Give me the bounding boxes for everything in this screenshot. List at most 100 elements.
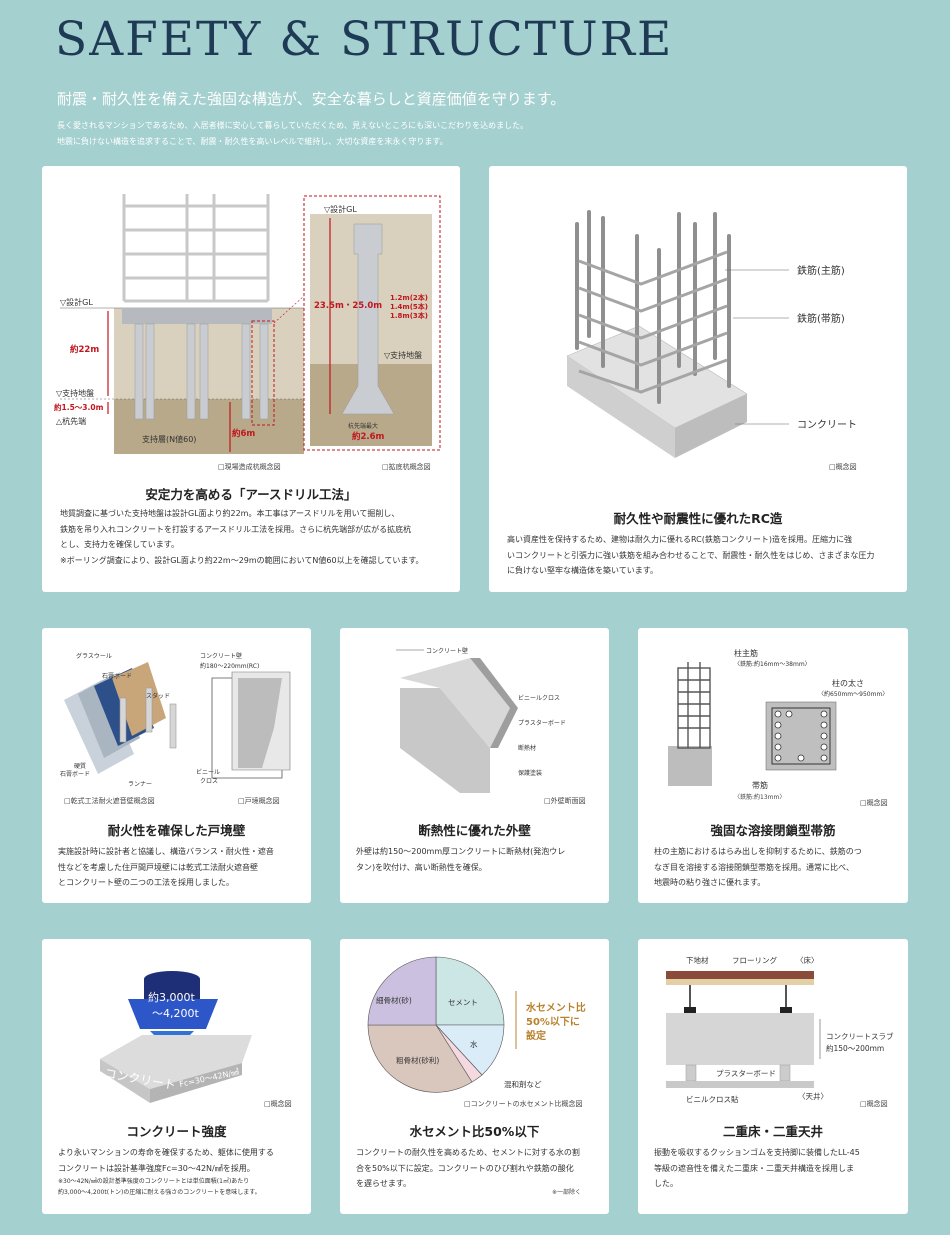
label-ceil-tag: 〈天井〉 xyxy=(798,1091,828,1101)
label-depth: 約22m xyxy=(70,344,99,355)
label-base: 下地材 xyxy=(686,955,709,965)
label-plaster: プラスターボード xyxy=(716,1069,776,1078)
label-cloth2: クロス xyxy=(200,778,218,785)
caption: □概念図 xyxy=(860,1100,888,1108)
label-wall: コンクリート壁 xyxy=(200,652,242,660)
body-line: 地震時の粘り強さに優れます。 xyxy=(654,878,766,887)
label-hard-gypsum: 硬質 xyxy=(74,762,86,770)
body-line: 実施設計時に設計者と協議し、構造バランス・耐火性・遮音 xyxy=(58,847,274,856)
label-stud: スタッド xyxy=(146,692,170,700)
caption: □戸境概念図 xyxy=(238,797,280,805)
card-body: 外壁は約150〜200mm厚コンクリートに断熱材(発泡ウレ タン)を吹付け、高い… xyxy=(356,844,606,875)
card-heading: 水セメント比50%以下 xyxy=(409,1124,540,1139)
label-wall: コンクリート壁 xyxy=(426,647,468,655)
label-width: 柱の太さ xyxy=(832,678,864,688)
body-line: ※ボーリング調査により、設計GL面より約22m〜29mの範囲においてN値60以上… xyxy=(60,555,424,565)
card-body: コンクリートの耐久性を高めるため、セメントに対する水の割 合を50%以下に設定。… xyxy=(356,1145,606,1192)
label-main-spec: 〈鉄筋:約16mm〜38mm〉 xyxy=(734,660,811,668)
label-cloth: ビニルクロス貼 xyxy=(686,1094,739,1104)
intro-line: 長く愛されるマンションであるため、入居者様に安心して暮らしていただくため、見えな… xyxy=(57,121,529,130)
label-floor: フローリング xyxy=(732,955,777,965)
card-partition-wall: グラスウール 石膏ボード スタッド 硬質 石膏ボード ランナー コンクリート壁 … xyxy=(42,628,311,903)
pie-diagram: 細骨材(砂) セメント 粗骨材(砂利) 水 混和剤など 水セメント比 50%以下… xyxy=(367,956,586,1093)
label-ratio: 水セメント比 xyxy=(525,1001,586,1014)
label-pile-tip: △杭先端 xyxy=(56,416,86,426)
caption: □概念図 xyxy=(829,463,857,471)
label-len6: 約6m xyxy=(232,428,255,439)
intro-line: 地震に負けない構造を追求することで、耐震・耐久性を高いレベルで維持し、大切な資産… xyxy=(57,137,448,146)
label-diameter: 1.2m(2本) xyxy=(390,293,428,302)
card-outer-wall: コンクリート壁 ビニールクロス プラスターボード 断熱材 保護塗装 □外壁断面図… xyxy=(340,628,609,903)
body-line: した。 xyxy=(654,1179,678,1188)
body-line: 鉄筋を吊り入れコンクリートを打設するアースドリル工法を採用。さらに杭先端部が広が… xyxy=(60,524,412,534)
label-tip: 杭先端最大 xyxy=(348,422,378,430)
label-support: ▽支持地盤 xyxy=(56,388,94,398)
caption: □拡底杭概念図 xyxy=(382,463,431,471)
body-line: 高い資産性を保持するため、建物は耐久力に優れるRC(鉄筋コンクリート)造を採用。… xyxy=(507,535,852,544)
body-line: とコンクリート壁の二つの工法を採用しました。 xyxy=(58,878,234,887)
card-heading: 安定力を高める「アースドリル工法」 xyxy=(145,487,357,502)
label-slab-thk: 約150〜200mm xyxy=(826,1043,884,1053)
label-floor-tag: 〈床〉 xyxy=(796,955,819,965)
label-tip-val: 約2.6m xyxy=(352,431,385,442)
body-line: に負けない堅牢な構造体を築いています。 xyxy=(507,566,658,575)
caption: □現場造成杭概念図 xyxy=(218,463,281,471)
label-main-bar: 柱主筋 xyxy=(734,648,758,658)
card-heading: 二重床・二重天井 xyxy=(722,1124,823,1139)
card-body: 柱の主筋におけるはらみ出しを抑制するために、鉄筋のつ なぎ目を溶接する溶接閉鎖型… xyxy=(654,844,904,891)
label-ratio: 50%以下に xyxy=(526,1016,580,1028)
card-water-cement: 細骨材(砂) セメント 粗骨材(砂利) 水 混和剤など 水セメント比 50%以下… xyxy=(340,939,609,1214)
label-main-bar: 鉄筋(主筋) xyxy=(797,264,845,277)
label-fine: 細骨材(砂) xyxy=(376,995,412,1005)
card-body: 地質調査に基づいた支持地盤は設計GL面より約22m。本工事はアースドリルを用いて… xyxy=(60,506,450,568)
label-cloth: ビニールクロス xyxy=(518,694,560,702)
body-line: コンクリートは設計基準強度Fc=30〜42N/㎟を採用。 xyxy=(58,1163,255,1173)
label-range: 約1.5〜3.0m xyxy=(54,402,104,412)
body-line: 地質調査に基づいた支持地盤は設計GL面より約22m。本工事はアースドリルを用いて… xyxy=(60,509,400,518)
label-cement: セメント xyxy=(448,998,478,1007)
card-heading: 断熱性に優れた外壁 xyxy=(418,823,531,838)
hoop-diagram: 柱主筋 〈鉄筋:約16mm〜38mm〉 柱の太さ 〈約650mm〜950mm〉 … xyxy=(668,648,888,790)
body-line: 合を50%以下に設定。コンクリートのひび割れや鉄筋の酸化 xyxy=(356,1163,574,1173)
partition-diagram: グラスウール 石膏ボード スタッド 硬質 石膏ボード ランナー コンクリート壁 … xyxy=(60,652,291,788)
label-hoop: 帯筋 xyxy=(752,780,768,790)
label-coarse: 粗骨材(砂利) xyxy=(396,1055,439,1065)
card-body: より永いマンションの寿命を確保するため、躯体に使用する コンクリートは設計基準強… xyxy=(58,1145,308,1198)
label-gl: ▽設計GL xyxy=(60,297,93,307)
body-line: とし、支持力を確保しています。 xyxy=(60,540,179,549)
label-ratio: 設定 xyxy=(526,1029,546,1042)
body-line: を遅らせます。 xyxy=(356,1179,412,1188)
label-wall-thk: 約180〜220mm(RC) xyxy=(200,662,259,670)
label-diameter: 1.8m(3本) xyxy=(390,311,428,320)
body-line: いコンクリートと引張力に強い鉄筋を組み合わせることで、耐震性・耐久性をはじめ、さ… xyxy=(507,550,875,560)
label-hoop: 鉄筋(帯筋) xyxy=(797,312,845,325)
card-earth-drill: ▽設計GL 約22m ▽支持地盤 約1.5〜3.0m △杭先端 支持層(N値60… xyxy=(42,166,460,592)
label-layer: 支持層(N値60) xyxy=(142,434,196,444)
label-admix: 混和剤など xyxy=(504,1079,542,1089)
body-line: 柱の主筋におけるはらみ出しを抑制するために、鉄筋のつ xyxy=(654,847,862,856)
card-hoop: 柱主筋 〈鉄筋:約16mm〜38mm〉 柱の太さ 〈約650mm〜950mm〉 … xyxy=(638,628,908,903)
card-heading: 耐久性や耐震性に優れたRC造 xyxy=(613,511,783,526)
label-water: 水 xyxy=(470,1039,478,1049)
card-concrete-strength: 約3,000t 〜4,200t コンクリート Fc=30〜42N/㎟ □概念図 … xyxy=(42,939,311,1214)
caption: □概念図 xyxy=(264,1100,292,1108)
label-slab: コンクリートスラブ xyxy=(826,1031,894,1041)
label-concrete: コンクリート xyxy=(797,419,857,431)
body-line: より永いマンションの寿命を確保するため、躯体に使用する xyxy=(58,1148,274,1157)
card-rc-structure: 鉄筋(主筋) 鉄筋(帯筋) コンクリート □概念図 耐久性や耐震性に優れたRC造… xyxy=(489,166,907,592)
body-line: 振動を吸収するクッションゴムを支持脚に装備したLL-45 xyxy=(654,1148,860,1157)
label-gl2: ▽設計GL xyxy=(324,204,357,214)
label-coat: 保護塗装 xyxy=(518,769,542,777)
caption: □概念図 xyxy=(860,799,888,807)
card-body: 高い資産性を保持するため、建物は耐久力に優れるRC(鉄筋コンクリート)造を採用。… xyxy=(507,532,897,579)
label-hoop-spec: 〈鉄筋:約13mm〉 xyxy=(734,794,786,801)
body-line: 等級の遮音性を備えた二重床・二重天井構造を採用しま xyxy=(654,1163,854,1173)
caption: □乾式工法耐火遮音壁概念図 xyxy=(64,797,155,805)
label-glasswool: グラスウール xyxy=(76,652,112,660)
rebar-diagram: 鉄筋(主筋) 鉄筋(帯筋) コンクリート xyxy=(566,210,857,458)
page-title: SAFETY & STRUCTURE xyxy=(55,12,674,67)
note-line: ※30〜42N/㎟の設計基準強度のコンクリートとは単位面積(1㎡)あたり xyxy=(58,1178,250,1185)
intro-text: 長く愛されるマンションであるため、入居者様に安心して暮らしていただくため、見えな… xyxy=(57,118,528,150)
label-gypsum: 石膏ボード xyxy=(102,672,132,680)
label-plaster: プラスターボード xyxy=(518,719,566,727)
